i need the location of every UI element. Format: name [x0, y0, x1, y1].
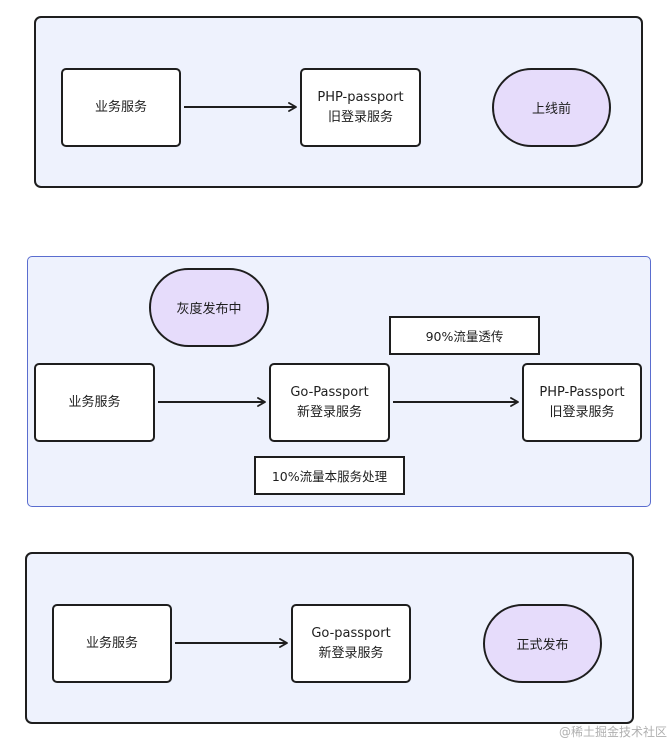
- go-passport-box: Go-Passport 新登录服务: [269, 363, 390, 442]
- php-passport-name: PHP-Passport: [539, 384, 625, 400]
- php-passport-desc: 旧登录服务: [327, 109, 393, 125]
- php-passport-name: PHP-passport: [317, 89, 404, 105]
- business-service-label: 业务服务: [68, 394, 121, 410]
- local-handling-note: 10%流量本服务处理: [254, 456, 405, 495]
- business-service-label: 业务服务: [85, 635, 138, 651]
- go-passport-name: Go-passport: [311, 625, 391, 641]
- stage-release-label: 正式发布: [483, 604, 602, 683]
- stage-before-label: 上线前: [492, 68, 611, 147]
- go-passport-desc: 新登录服务: [318, 645, 384, 661]
- go-passport-name: Go-Passport: [290, 384, 369, 400]
- php-passport-box: PHP-passport 旧登录服务: [300, 68, 421, 147]
- business-service-box: 业务服务: [34, 363, 155, 442]
- go-passport-box: Go-passport 新登录服务: [291, 604, 411, 683]
- php-passport-desc: 旧登录服务: [549, 404, 615, 420]
- go-passport-desc: 新登录服务: [296, 404, 362, 420]
- php-passport-box: PHP-Passport 旧登录服务: [522, 363, 642, 442]
- business-service-box: 业务服务: [52, 604, 172, 683]
- watermark: @稀土掘金技术社区: [558, 725, 667, 739]
- passthrough-note: 90%流量透传: [389, 316, 540, 355]
- stage-gray-label: 灰度发布中: [149, 268, 269, 347]
- business-service-box: 业务服务: [61, 68, 181, 147]
- business-service-label: 业务服务: [94, 99, 147, 115]
